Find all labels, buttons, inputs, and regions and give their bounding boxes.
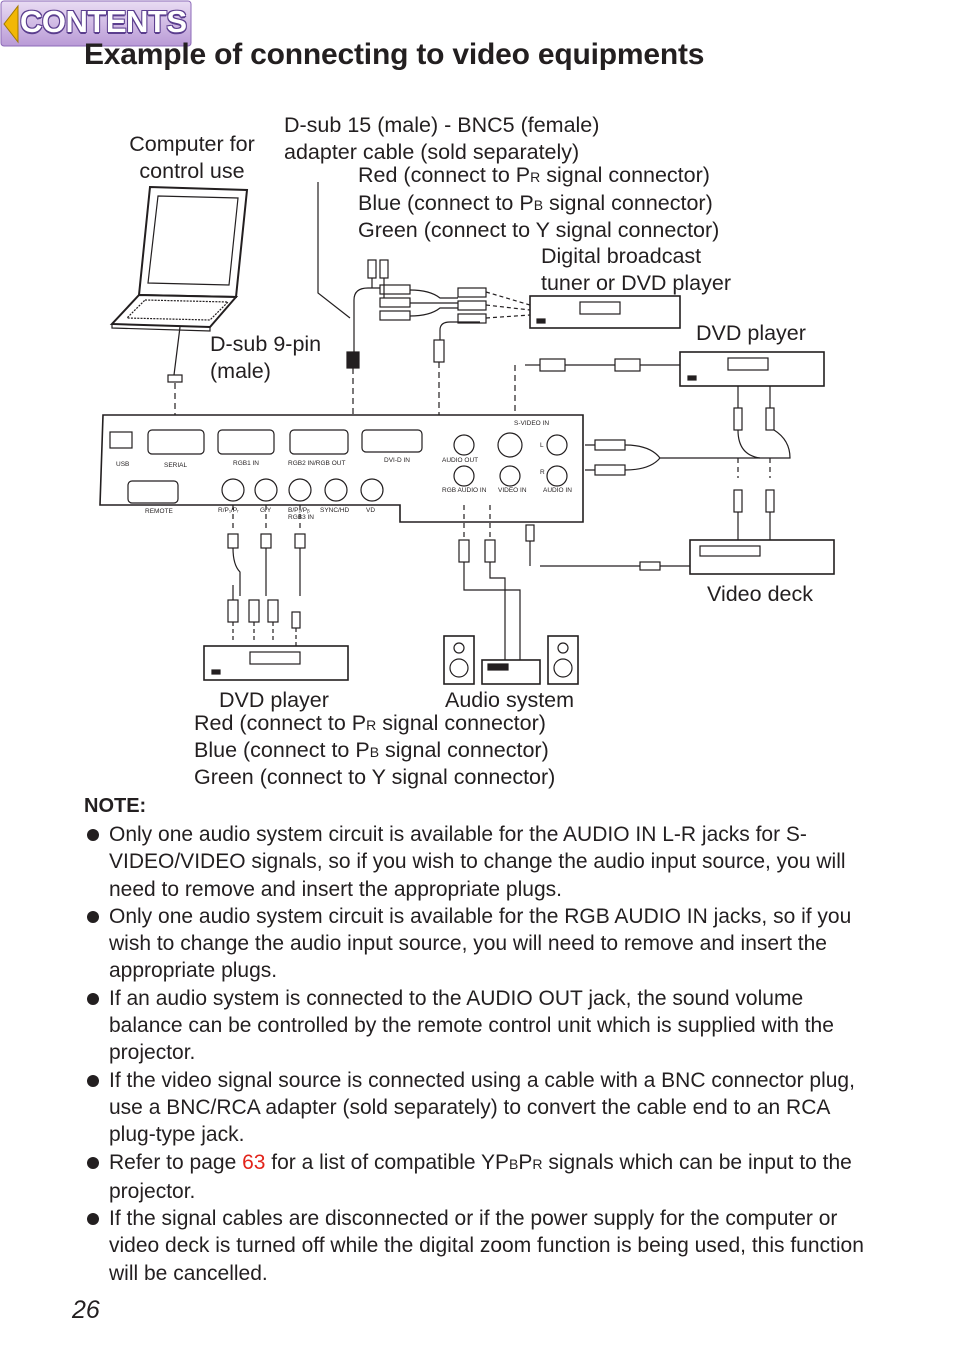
note-item: If the signal cables are disconnected or… [84,1205,874,1287]
bnc-plug-icon [367,259,411,321]
page-title: Example of connecting to video equipment… [84,38,705,71]
note-item: Refer to page 63 for a list of compatibl… [84,1149,874,1206]
adapter-cable-label: D-sub 15 (male) - BNC5 (female) adapter … [284,113,600,164]
video-deck-label: Video deck [707,582,813,606]
dvd-right-label: DVD player [696,321,806,345]
rca-plug-icon [457,287,487,324]
contents-button-bg [0,0,192,47]
panel-sync-label: SYNC/HD [320,507,350,514]
page-63-link[interactable]: 63 [242,1150,266,1174]
audio-system-icon [443,635,579,685]
panel-b-pb-label: B/P₂/Pᵦ [288,507,310,514]
page-number: 26 [72,1296,100,1324]
panel-rgb-audio-label: RGB AUDIO IN [442,487,487,494]
tuner-label: Digital broadcast tuner or DVD player [541,244,731,295]
arrow-left-icon [3,4,19,44]
bottom-green-label: Green (connect to Y signal connector) [194,765,556,789]
notes-list: Only one audio system circuit is availab… [84,821,874,1287]
video-deck-icon [689,539,835,575]
computer-label: Computer for control use [129,132,255,183]
dvd-bottom-label: DVD player [219,688,329,712]
panel-g-y-label: G/Y [260,507,272,514]
panel-r-pr-label: R/P₁/Pᵣ [218,507,239,514]
panel-audio-out-label: AUDIO OUT [442,457,478,464]
panel-r-label: R [540,469,545,476]
top-blue-label: Blue (connect to PB signal connector) [358,191,713,215]
panel-rgb2-label: RGB2 IN/RGB OUT [288,460,345,467]
note-item: If the video signal source is connected … [84,1067,874,1149]
panel-rgb1-label: RGB1 IN [233,460,259,467]
panel-vd-label: VD [366,507,375,514]
panel-remote-label: REMOTE [145,508,173,515]
bullet-icon [87,1213,99,1226]
dsub9-label: D-sub 9-pin (male) [210,332,322,383]
connection-diagram: USB SERIAL RGB1 IN RGB2 IN/RGB OUT DVI-D… [99,182,835,685]
laptop-icon [109,185,249,332]
bullet-icon [87,992,99,1005]
contents-label: CONTENTS [20,4,187,39]
panel-serial-label: SERIAL [164,462,188,469]
note-item: If an audio system is connected to the A… [84,985,874,1067]
note-heading: NOTE: [84,795,147,817]
projector-panel-icon [99,414,584,523]
bullet-icon [87,1156,99,1169]
bottom-blue-label: Blue (connect to PB signal connector) [194,738,549,762]
dvd-player-right-icon [679,351,825,387]
note-item: Only one audio system circuit is availab… [84,821,874,903]
dvd-player-bottom-icon [203,645,349,681]
panel-video-in-label: VIDEO IN [498,487,527,494]
panel-rgb3-label: RGB3 IN [288,514,314,521]
panel-l-label: L [540,442,544,449]
dvd-tuner-icon [529,295,681,329]
bullet-icon [87,910,99,923]
top-green-label: Green (connect to Y signal connector) [358,218,720,242]
contents-button[interactable]: CONTENTS [0,0,192,47]
top-red-label: Red (connect to PR signal connector) [358,163,710,187]
panel-audio-in-label: AUDIO IN [543,487,572,494]
panel-svideo-label: S-VIDEO IN [514,420,549,427]
panel-dvi-label: DVI-D IN [384,457,410,464]
bullet-icon [87,1074,99,1087]
audio-system-label: Audio system [445,688,575,712]
panel-usb-label: USB [116,461,129,468]
bottom-red-label: Red (connect to PR signal connector) [194,711,546,735]
note-item: Only one audio system circuit is availab… [84,903,874,985]
bullet-icon [87,829,99,841]
